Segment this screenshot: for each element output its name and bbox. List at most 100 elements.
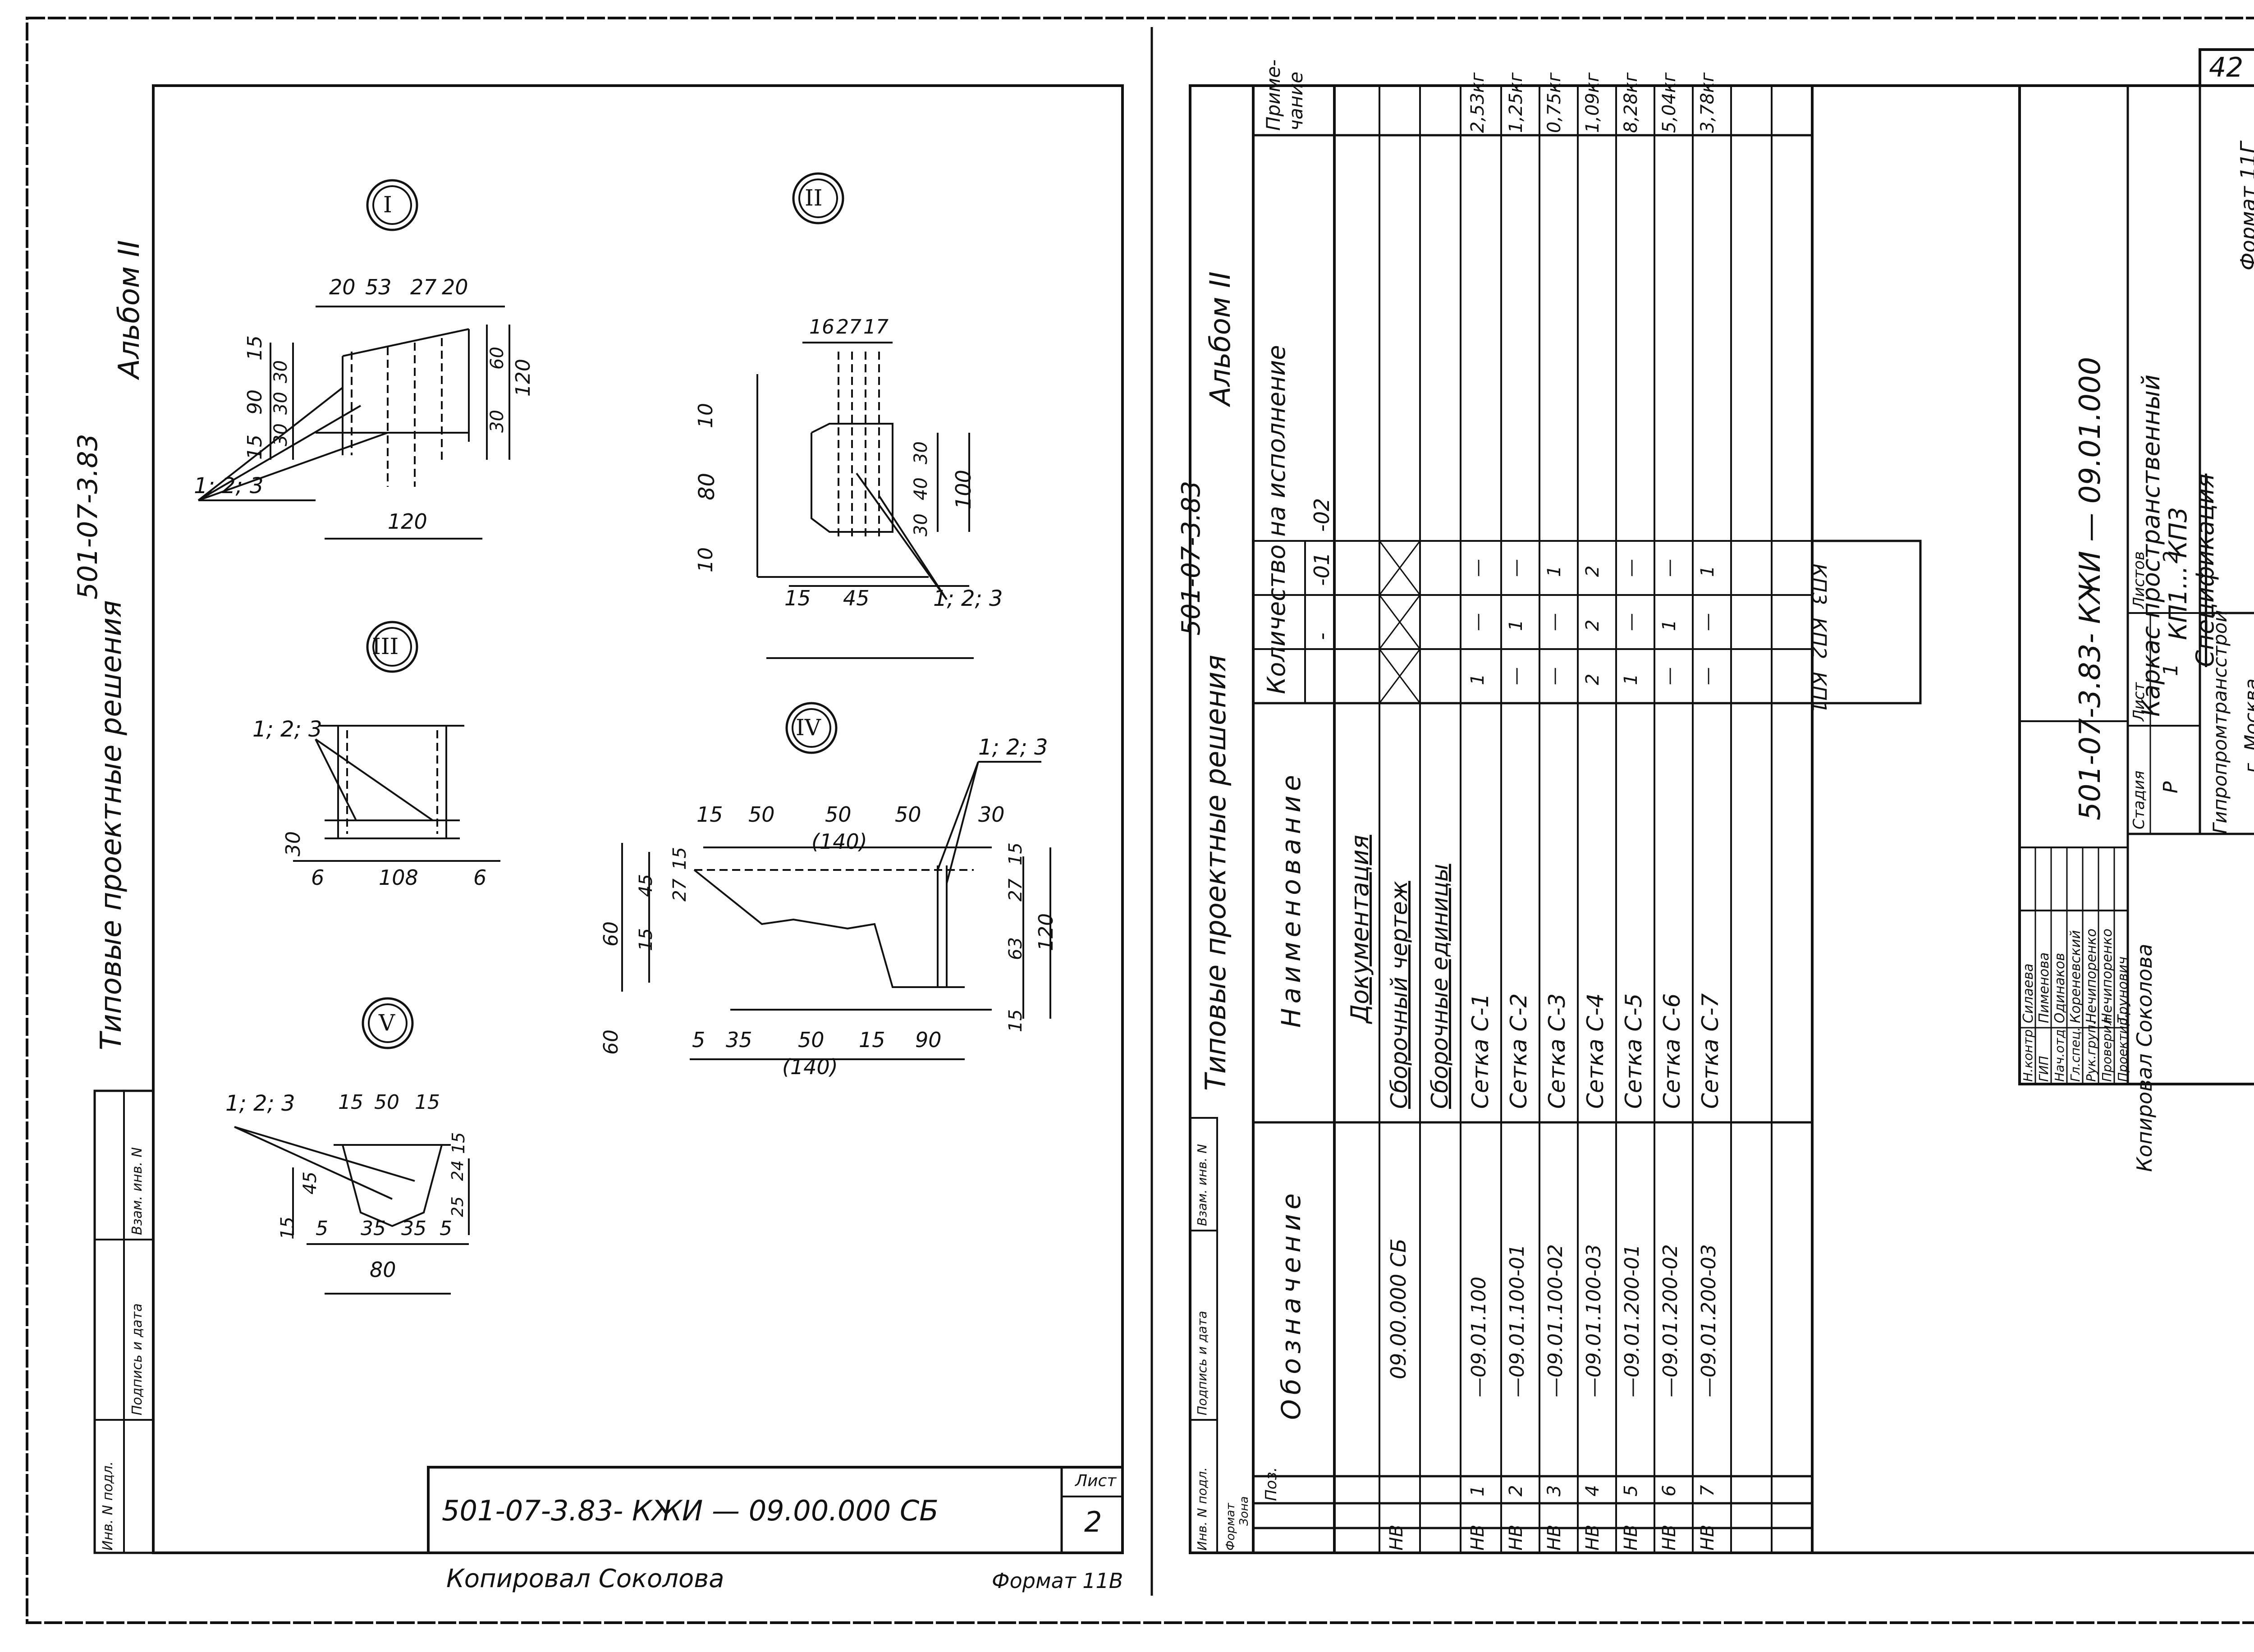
- view-V-dim: 5: [316, 1217, 328, 1240]
- person-name: Одинаков: [2052, 952, 2068, 1023]
- row-qty: —: [1467, 559, 1488, 577]
- view-IV-dim: 63: [1005, 937, 1026, 960]
- row-designation: —09.01.100: [1467, 1277, 1490, 1397]
- view-IV-dim: 35: [726, 1028, 752, 1052]
- role: Проектир.: [2115, 1013, 2130, 1082]
- view-V-callout: 1; 2; 3: [225, 1091, 295, 1116]
- row-name: Сетка С-1: [1467, 993, 1494, 1109]
- left-series-title: Типовые проектные решения: [95, 600, 128, 1050]
- row-format: НВ: [1467, 1524, 1488, 1551]
- view-V-drawing: [234, 997, 470, 1295]
- left-series-number: 501-07-3.83: [72, 434, 104, 599]
- view-V-dim: 15: [277, 1217, 298, 1240]
- view-I-dim: 20: [442, 275, 468, 299]
- view-V-dim: 15: [415, 1091, 440, 1114]
- row-name: Сетка С-4: [1582, 993, 1608, 1109]
- row-qty: —: [1544, 667, 1565, 685]
- row-qty: —: [1467, 613, 1488, 631]
- view-IV-dim: (140): [811, 829, 867, 854]
- view-I-dim: 30: [487, 410, 508, 433]
- row-qty: —: [1621, 559, 1641, 577]
- view-III-callout: 1; 2; 3: [252, 717, 322, 742]
- view-I-callout: 1; 2; 3: [194, 473, 264, 499]
- right-album-label: Альбом II: [1204, 271, 1237, 406]
- role: Н.контр.: [2020, 1025, 2035, 1082]
- sheet-label: Лист: [2130, 682, 2148, 721]
- row-qty: 1: [1544, 565, 1565, 577]
- view-II-label: II: [805, 185, 823, 211]
- view-V-dim: 35: [361, 1217, 386, 1240]
- row-note: 8,28кг: [1621, 72, 1641, 133]
- view-I-dim: 15: [243, 435, 266, 460]
- row-note: 2,53кг: [1467, 72, 1488, 133]
- row-qty: —: [1506, 559, 1526, 577]
- row-name: Сетка С-5: [1621, 993, 1647, 1109]
- view-II-dim: 80: [694, 472, 719, 500]
- left-frame: [152, 84, 1124, 1554]
- person-name: Нечипоренко: [2084, 929, 2099, 1023]
- view-II-dim: 30: [911, 441, 931, 464]
- row-qty: —: [1659, 559, 1680, 577]
- header-designation: Обозначение: [1276, 1189, 1306, 1420]
- sheets-label: Листов: [2130, 551, 2148, 609]
- row-note: 0,75кг: [1544, 72, 1565, 133]
- right-stamp-inv: Инв. N подл.: [1195, 1467, 1209, 1551]
- view-I-dim: 53: [365, 275, 392, 299]
- header-q1: -: [1310, 632, 1334, 640]
- view-IV-dim: 60: [600, 921, 623, 947]
- role: Проверил: [2099, 1017, 2114, 1082]
- view-III-label: III: [372, 633, 399, 659]
- view-I-dim: 15: [243, 335, 266, 361]
- view-II-dim: 17: [863, 316, 889, 339]
- person-name: Силаева: [2020, 963, 2036, 1023]
- view-III-dim: 30: [282, 831, 305, 856]
- view-IV-label: IV: [796, 714, 821, 741]
- view-I-dim: 60: [487, 347, 508, 370]
- view-IV-dim: 50: [825, 802, 852, 827]
- view-IV-dim: 50: [798, 1028, 825, 1052]
- header-format: Формат: [1224, 1503, 1237, 1551]
- header-note: Приме- чание: [1262, 59, 1307, 131]
- row-qty: 2: [1582, 673, 1603, 685]
- variant-kp1: КП1: [1807, 672, 1830, 714]
- view-II-dim: 30: [911, 513, 931, 536]
- view-V-dim: 5: [440, 1217, 452, 1240]
- right-side-stamp: [1189, 1117, 1218, 1554]
- view-V-dim: 25: [449, 1196, 467, 1217]
- title-line-2: КП1... КП3: [2164, 507, 2192, 640]
- view-V-dim: 45: [300, 1172, 321, 1194]
- view-IV-dim: 5: [692, 1028, 706, 1052]
- row-qty: —: [1544, 613, 1565, 631]
- view-I-dim: 120: [388, 509, 427, 534]
- row-note: 1,25кг: [1506, 72, 1526, 133]
- right-stamp-repl: Взам. инв. N: [1195, 1144, 1209, 1226]
- view-IV-dim: 15: [859, 1028, 885, 1052]
- view-IV-dim: 30: [978, 802, 1005, 827]
- view-I-dim: 30: [270, 392, 291, 415]
- right-drawing-code: 501-07-3.83- КЖИ — 09.01.000: [2074, 357, 2107, 820]
- row-format: НВ: [1582, 1524, 1603, 1551]
- view-IV-dim: 45: [636, 874, 656, 897]
- view-IV-dim: 15: [1005, 1009, 1026, 1032]
- right-stamp-sign: Подпись и дата: [1195, 1311, 1209, 1415]
- view-II-dim: 40: [911, 477, 931, 500]
- view-I-label: I: [383, 192, 392, 218]
- row-pos: 1: [1467, 1485, 1488, 1496]
- view-IV-dim: 27: [1005, 879, 1026, 902]
- view-IV-dim: 90: [915, 1028, 942, 1052]
- spec-table-grid: [1252, 84, 1922, 1554]
- role: ГИП: [2036, 1056, 2051, 1082]
- header-q2: -01: [1310, 552, 1334, 586]
- view-II-dim: 16: [809, 316, 834, 339]
- header-q3: -02: [1310, 498, 1334, 532]
- person-name: Нечипоренко: [2099, 929, 2115, 1023]
- view-IV-dim: 60: [600, 1030, 623, 1055]
- view-I-dim: 120: [512, 359, 535, 397]
- variant-kp2: КП2: [1807, 618, 1830, 659]
- view-IV-dim: 27: [669, 879, 690, 902]
- row-name: Сетка С-6: [1659, 993, 1685, 1109]
- view-V-dim: 35: [401, 1217, 426, 1240]
- view-II-dim: 10: [694, 403, 717, 428]
- row-note: 5,04кг: [1659, 72, 1680, 133]
